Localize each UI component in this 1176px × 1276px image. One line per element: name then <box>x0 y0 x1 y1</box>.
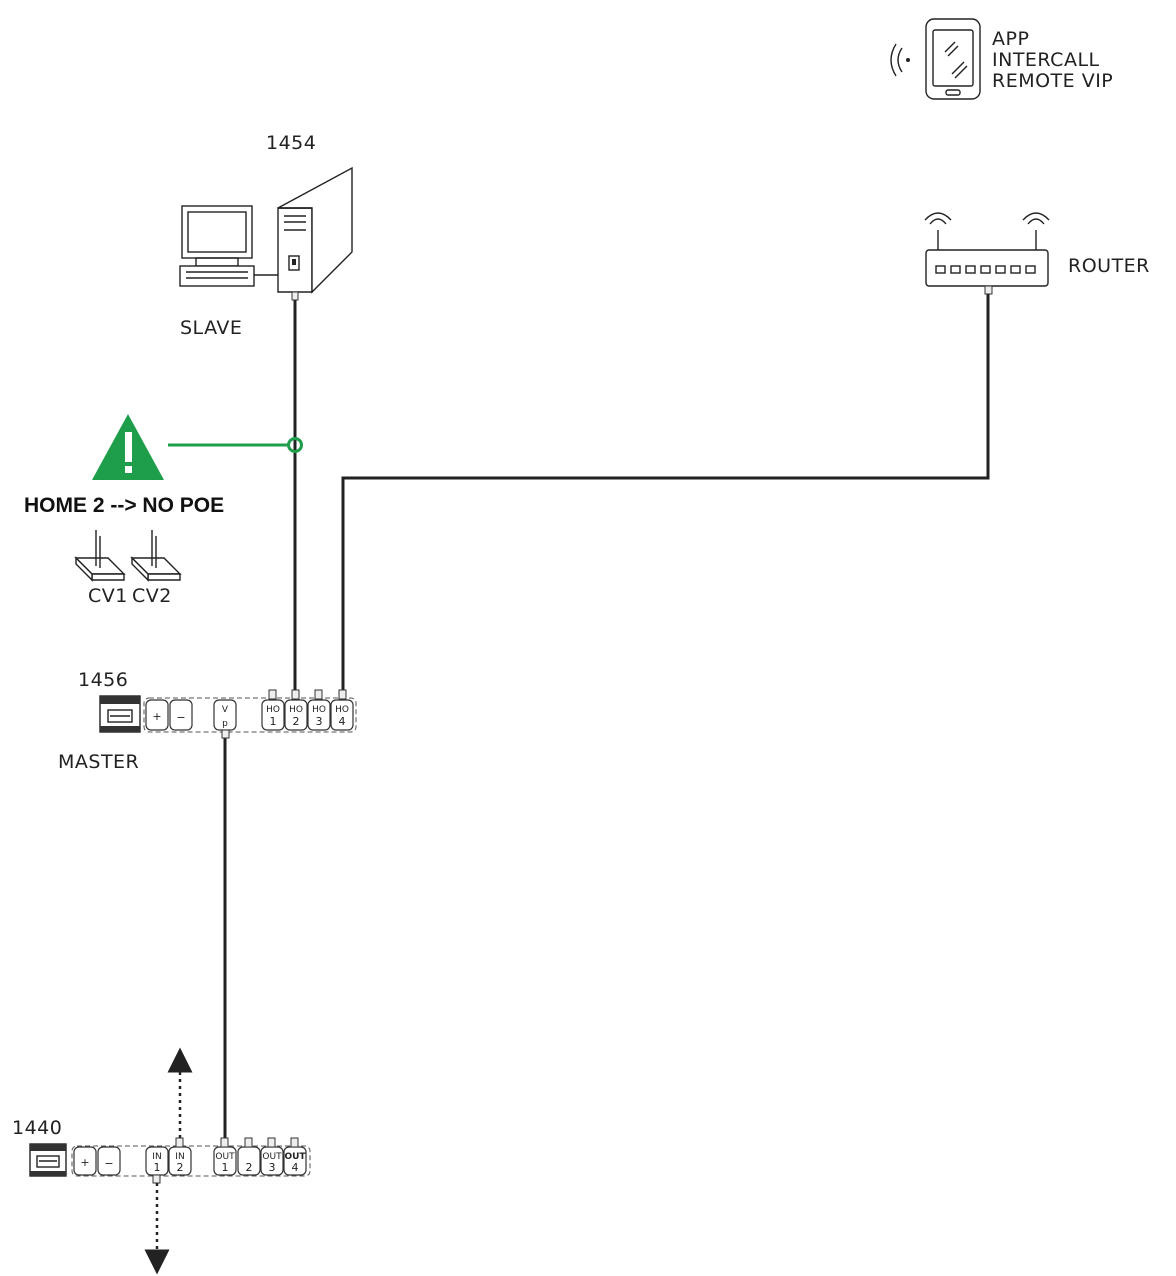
slave-code: 1454 <box>266 132 316 154</box>
svg-text:IN: IN <box>175 1152 184 1162</box>
io-module-device: 1440 + − IN 1 IN 2 OUT 1 <box>12 1047 311 1275</box>
svg-text:2: 2 <box>246 1161 253 1174</box>
cv2-label: CV2 <box>132 585 172 607</box>
warning-marker <box>287 437 303 453</box>
svg-text:4: 4 <box>339 715 346 728</box>
svg-text:2: 2 <box>177 1161 184 1174</box>
svg-text:2: 2 <box>293 715 300 728</box>
svg-text:HO: HO <box>266 705 280 715</box>
router-icon <box>924 212 1050 295</box>
module-terminal-out4: OUT 4 <box>283 1137 307 1176</box>
svg-text:OUT: OUT <box>215 1152 235 1162</box>
module-code: 1440 <box>12 1117 62 1139</box>
master-device: 1456 + − V p HO 1 HO 2 <box>58 669 357 773</box>
master-terminal-ho3: HO 3 <box>307 689 331 731</box>
slave-label: SLAVE <box>180 317 242 339</box>
cable-cv2-icon <box>130 530 182 582</box>
svg-text:OUT: OUT <box>284 1152 306 1162</box>
wire-router-to-master-ho4 <box>341 294 990 690</box>
master-terminal-ho2: HO 2 <box>284 689 308 731</box>
master-code: 1456 <box>78 669 128 691</box>
app-label-line2: INTERCALL <box>992 49 1100 71</box>
svg-text:−: − <box>104 1157 113 1170</box>
svg-text:−: − <box>176 711 185 724</box>
din-module-icon-2 <box>29 1143 67 1177</box>
cable-cv1-icon <box>74 530 126 582</box>
svg-text:HO: HO <box>312 705 326 715</box>
warning-callout: HOME 2 --> NO POE CV1 CV2 <box>24 414 303 607</box>
svg-text:+: + <box>80 1156 89 1169</box>
app-smartphone: APP INTERCALL REMOTE VIP <box>890 18 1113 100</box>
svg-text:+: + <box>152 710 161 723</box>
warning-triangle-icon <box>92 414 164 480</box>
app-label-line1: APP <box>992 28 1029 50</box>
cv1-label: CV1 <box>88 585 128 607</box>
smartphone-icon <box>925 18 981 100</box>
computer-tower-icon <box>277 166 353 301</box>
svg-text:4: 4 <box>292 1161 299 1174</box>
master-terminal-ho1: HO 1 <box>261 689 285 731</box>
svg-text:1: 1 <box>222 1161 229 1174</box>
module-terminal-out1: OUT 1 <box>213 1137 237 1176</box>
slave-device: 1454 SLAVE <box>179 132 353 339</box>
svg-text:p: p <box>222 719 228 729</box>
svg-text:1: 1 <box>270 715 277 728</box>
module-terminal-minus <box>97 1146 121 1176</box>
svg-text:3: 3 <box>316 715 323 728</box>
svg-text:HO: HO <box>289 705 303 715</box>
svg-text:IN: IN <box>152 1152 161 1162</box>
master-terminal-minus <box>169 699 193 731</box>
module-terminal-out3: OUT 3 <box>260 1137 284 1176</box>
monitor-icon <box>179 205 280 287</box>
svg-text:OUT: OUT <box>262 1152 282 1162</box>
warning-text: HOME 2 --> NO POE <box>24 494 224 517</box>
svg-text:1: 1 <box>154 1161 161 1174</box>
wiring <box>223 294 990 1138</box>
module-terminal-plus <box>73 1146 97 1176</box>
router-label: ROUTER <box>1068 255 1150 277</box>
svg-text:HO: HO <box>335 705 349 715</box>
module-terminal-in1: IN 1 <box>145 1146 169 1184</box>
app-label-line3: REMOTE VIP <box>992 70 1113 92</box>
master-label: MASTER <box>58 751 139 773</box>
master-terminal-plus <box>145 699 169 731</box>
svg-text:3: 3 <box>269 1161 276 1174</box>
module-terminal-in2: IN 2 <box>168 1137 192 1176</box>
svg-text:V: V <box>222 705 229 715</box>
module-terminal-out2: 2 <box>237 1137 261 1176</box>
master-terminal-ho4: HO 4 <box>330 689 354 731</box>
router-device: ROUTER <box>924 212 1150 295</box>
wifi-signal-icon <box>890 43 910 77</box>
din-module-icon <box>99 695 141 733</box>
